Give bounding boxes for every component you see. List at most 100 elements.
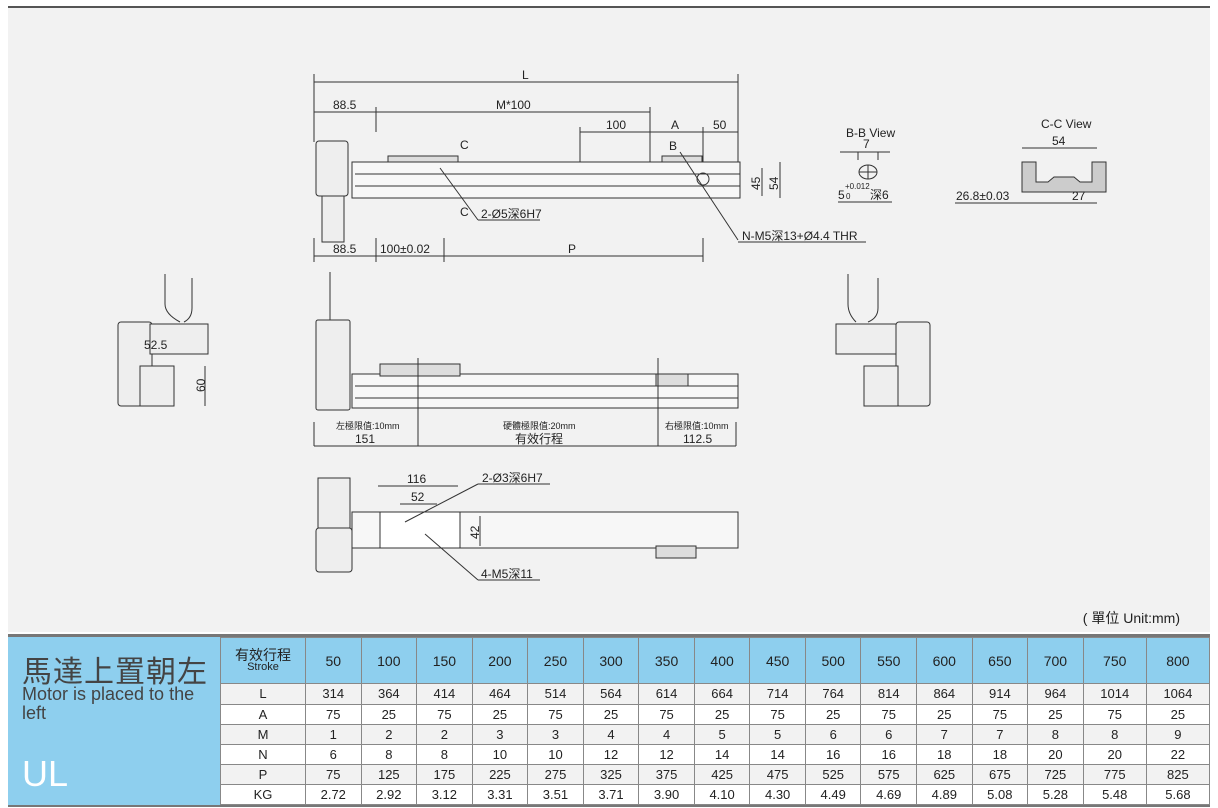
section-b: B: [669, 139, 677, 153]
dim-45: 45: [749, 176, 763, 190]
mount-callout: N-M5深13+Ø4.4 THR: [742, 229, 858, 243]
table-cell: 10: [471, 743, 529, 765]
table-cell: 5.48: [1082, 783, 1147, 806]
stroke-header: 400: [693, 636, 751, 685]
table-cell: 225: [471, 763, 529, 785]
dim-A: A: [671, 118, 679, 132]
table-cell: 12: [582, 743, 640, 765]
table-cell: 675: [971, 763, 1029, 785]
table-cell: 25: [693, 703, 751, 725]
table-cell: 12: [638, 743, 695, 765]
stroke-header: 800: [1145, 636, 1211, 685]
side-view: 左極限值:10mm 151 硬體極限值:20mm 有效行程 右極限值:10mm …: [313, 272, 739, 447]
table-cell: 414: [416, 683, 473, 705]
table-cell: 4.89: [916, 783, 973, 806]
left-end-view: 52.5 60: [117, 274, 209, 407]
table-cell: 75: [971, 703, 1029, 725]
stroke-header: 200: [471, 636, 529, 685]
row-label: M: [220, 723, 306, 745]
table-cell: 3: [471, 723, 529, 745]
table-cell: 625: [916, 763, 973, 785]
table-cell: 425: [693, 763, 751, 785]
table-cell: 8: [1027, 723, 1084, 745]
stroke-header: 550: [860, 636, 918, 685]
stroke-header: 700: [1027, 636, 1084, 685]
title-zh: 馬達上置朝左: [22, 656, 208, 689]
dim-54: 54: [767, 176, 781, 190]
dim-60: 60: [194, 378, 208, 392]
stroke-header: 750: [1082, 636, 1147, 685]
stroke-header: 250: [527, 636, 584, 685]
row-label: L: [220, 683, 306, 705]
table-cell: 664: [693, 683, 751, 705]
bottom-view: 116 52 2-Ø3深6H7 42 4-M5深11: [315, 471, 739, 581]
table-cell: 175: [416, 763, 473, 785]
stroke-header: 350: [638, 636, 695, 685]
table-cell: 964: [1027, 683, 1084, 705]
stroke-header: 450: [749, 636, 806, 685]
table-cell: 4.10: [693, 783, 751, 806]
table-cell: 18: [916, 743, 973, 765]
table-cell: 25: [1145, 703, 1211, 725]
right-limit-label: 右極限值:10mm: [665, 420, 729, 431]
table-cell: 75: [416, 703, 473, 725]
tap-callout: 4-M5深11: [481, 567, 533, 581]
table-cell: 364: [360, 683, 418, 705]
table-cell: 16: [860, 743, 918, 765]
dim-116: 116: [407, 472, 426, 486]
table-cell: 75: [1082, 703, 1147, 725]
table-cell: 5: [749, 723, 806, 745]
dim-151: 151: [355, 432, 375, 446]
table-cell: 825: [1145, 763, 1211, 785]
hole-callout: 2-Ø5深6H7: [481, 207, 542, 221]
table-cell: 4.69: [860, 783, 918, 806]
table-cell: 614: [638, 683, 695, 705]
bb-view: B-B View 7 +0.012 5 0 深6: [838, 126, 895, 203]
table-cell: 464: [471, 683, 529, 705]
cc-view-title: C-C View: [1041, 117, 1092, 131]
dim-42: 42: [468, 525, 482, 539]
table-cell: 514: [527, 683, 584, 705]
unit-label: ( 單位 Unit:mm): [1082, 610, 1180, 626]
table-cell: 5: [693, 723, 751, 745]
table-cell: 325: [582, 763, 640, 785]
table-cell: 75: [749, 703, 806, 725]
dim-88-5-top: 88.5: [333, 98, 357, 112]
table-cell: 6: [305, 743, 362, 765]
header-stroke: 有效行程 Stroke: [220, 636, 306, 685]
table-cell: 4: [638, 723, 695, 745]
table-cell: 75: [860, 703, 918, 725]
table-cell: 3.12: [416, 783, 473, 806]
dim-50: 50: [713, 118, 727, 132]
technical-drawing: L 88.5 M*100 100 A 50 C C B 2-Ø5深6H7 N-M…: [117, 68, 1107, 581]
table-cell: 575: [860, 763, 918, 785]
cc-dim-27: 27: [1072, 189, 1086, 203]
header-en: Stroke: [247, 661, 279, 674]
table-cell: 1: [305, 723, 362, 745]
dim-88-5-bottom: 88.5: [333, 242, 357, 256]
table-cell: 14: [749, 743, 806, 765]
cc-view: C-C View 54 26.8±0.03 27: [955, 117, 1107, 204]
table-cell: 914: [971, 683, 1029, 705]
table-cell: 20: [1082, 743, 1147, 765]
dim-100: 100: [606, 118, 626, 132]
table-cell: 275: [527, 763, 584, 785]
table-cell: 25: [916, 703, 973, 725]
bb-tol: +0.012: [845, 182, 870, 191]
stroke-header: 150: [416, 636, 473, 685]
title-en: Motor is placed to the left: [22, 684, 195, 723]
table-cell: 314: [305, 683, 362, 705]
table-cell: 2.72: [305, 783, 362, 806]
spec-table-container: 馬達上置朝左 Motor is placed to the left UL 有效…: [8, 634, 1211, 807]
table-cell: 4.49: [804, 783, 862, 806]
table-cell: 75: [638, 703, 695, 725]
section-c-top: C: [460, 138, 469, 152]
dim-52: 52: [411, 490, 425, 504]
